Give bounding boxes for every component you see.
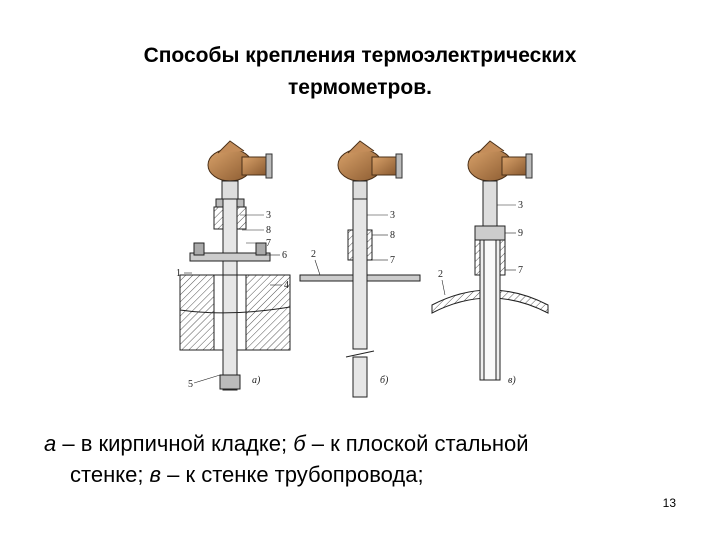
variant-b-head: [337, 140, 403, 182]
variant-a-label-4: 4: [284, 280, 289, 291]
thermocouple-mounting-figure: 3 8 7 6 4 1 5 а) 3 8 2 7: [176, 140, 549, 398]
variant-c-label-7: 7: [518, 265, 523, 276]
caption-letter-a: а: [44, 431, 57, 456]
figure-caption: а – в кирпичной кладке; б – к плоской ст…: [44, 428, 684, 490]
variant-a-label-3: 3: [266, 210, 271, 221]
slide-title: Способы крепления термоэлектрических тер…: [60, 40, 660, 104]
caption-text-b: – к плоской стальной: [305, 431, 529, 456]
variant-a-head: [207, 140, 273, 182]
variant-b-drawing: 3 8 2 7 б): [299, 140, 421, 398]
variant-a-label-8: 8: [266, 225, 271, 236]
variant-a-label-7: 7: [266, 238, 271, 249]
variant-c-label-9: 9: [518, 228, 523, 239]
variant-b-label-7: 7: [390, 255, 395, 266]
variant-b-label-3: 3: [390, 210, 395, 221]
caption-line-2: стенке; в – к стенке трубопровода;: [44, 459, 684, 490]
variant-c-caption: в): [508, 375, 516, 386]
variant-a-label-6: 6: [282, 250, 287, 261]
variant-b-caption: б): [380, 375, 389, 386]
slide-number: 13: [662, 496, 676, 510]
variant-c-drawing: 3 9 2 7 в): [431, 140, 549, 386]
title-line-2: термометров.: [288, 76, 432, 99]
caption-prefix-c: стенке;: [70, 462, 150, 487]
caption-letter-c: в: [149, 462, 162, 487]
variant-a-label-5: 5: [188, 379, 193, 390]
title-line-1: Способы крепления термоэлектрических: [143, 44, 577, 67]
variant-a-drawing: 3 8 7 6 4 1 5 а): [176, 140, 291, 391]
variant-c-head: [467, 140, 533, 182]
caption-text-c: – к стенке трубопровода;: [161, 462, 424, 487]
variant-b-label-2: 2: [311, 249, 316, 260]
variant-a-caption: а): [252, 375, 261, 386]
variant-a-label-1: 1: [176, 268, 181, 279]
variant-c-label-2: 2: [438, 269, 443, 280]
variant-c-label-3: 3: [518, 200, 523, 211]
caption-text-a: – в кирпичной кладке;: [56, 431, 294, 456]
variant-b-label-8: 8: [390, 230, 395, 241]
caption-letter-b: б: [293, 431, 306, 456]
